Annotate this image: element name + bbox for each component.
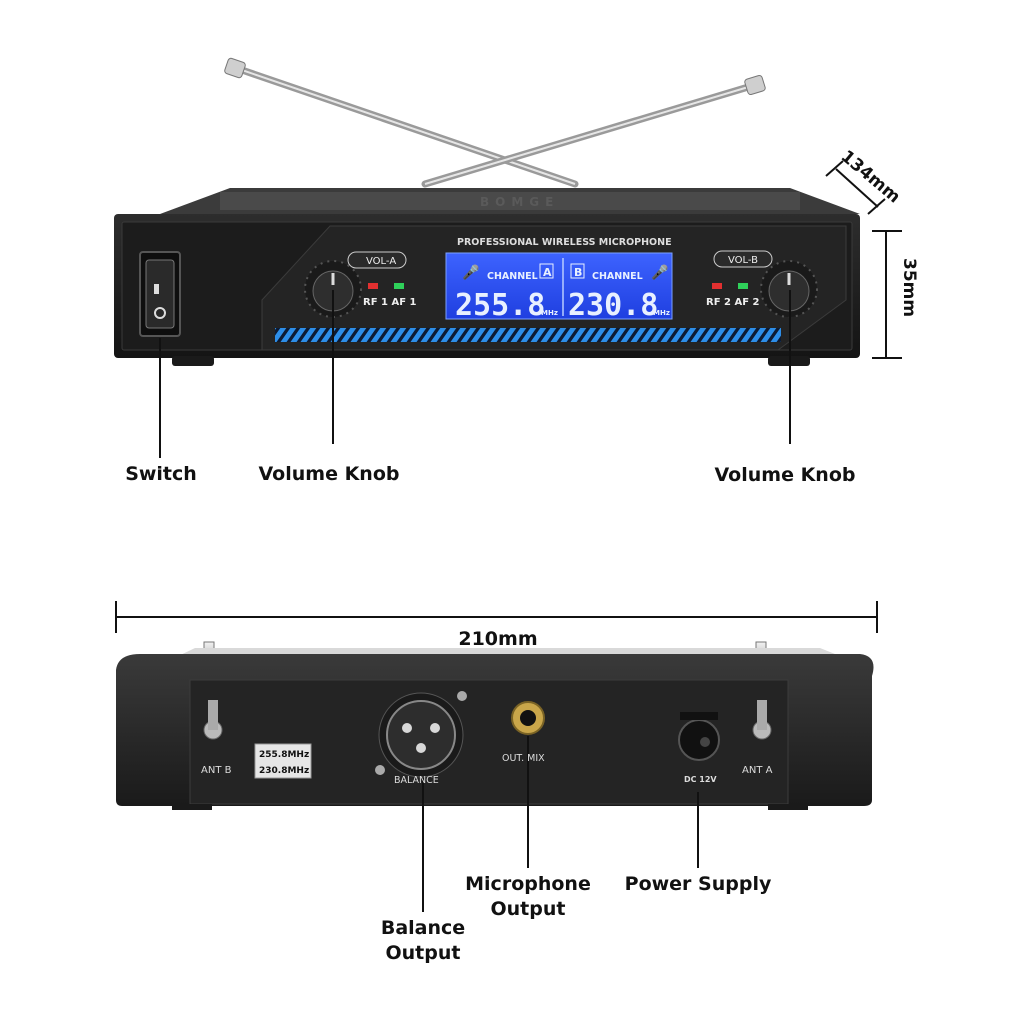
callout-microphone-output-line2: Output — [490, 898, 566, 920]
vol-b-label: VOL-B — [728, 255, 758, 266]
dc-power-connector — [678, 712, 720, 761]
height-dimension — [872, 230, 902, 359]
panel-title: PROFESSIONAL WIRELESS MICROPHONE — [457, 237, 672, 248]
svg-text:BOMGE: BOMGE — [480, 195, 559, 209]
callout-volume-knob-left: Volume Knob — [258, 463, 400, 485]
lcd-unit-a: MHz — [541, 309, 558, 317]
rf1-af1-label: RF 1 AF 1 — [363, 297, 417, 308]
width-dimension — [115, 601, 878, 633]
power-switch — [139, 251, 181, 337]
antenna-right — [421, 74, 766, 188]
callout-volume-knob-right: Volume Knob — [714, 464, 856, 486]
lcd-channel-b-label: CHANNEL — [592, 271, 643, 282]
blue-stripe — [275, 328, 781, 342]
callout-microphone-output-line1: Microphone — [465, 873, 591, 895]
callout-switch: Switch — [125, 463, 197, 485]
lcd-freq-a: 255.8 — [455, 288, 545, 323]
height-label: 35mm — [899, 258, 919, 317]
lcd-display — [445, 252, 673, 320]
jack-out-mix-connector — [511, 701, 545, 735]
out-mix-label: OUT. MIX — [502, 753, 545, 764]
depth-label: 134mm — [837, 147, 904, 208]
frequency-sticker — [254, 743, 312, 779]
sticker-line-2: 230.8MHz — [259, 766, 309, 776]
callout-balance-output-line2: Output — [385, 942, 461, 964]
lcd-channel-a-letter: A — [543, 266, 552, 279]
dc-label: DC 12V — [684, 775, 717, 784]
lcd-channel-a-label: CHANNEL — [487, 271, 538, 282]
antenna-left — [224, 57, 579, 188]
sticker-line-1: 255.8MHz — [259, 750, 309, 760]
ant-a-label: ANT A — [742, 765, 773, 776]
callout-power-supply: Power Supply — [624, 873, 772, 895]
depth-dimension — [825, 160, 886, 215]
ant-b-label: ANT B — [201, 765, 232, 776]
lcd-unit-b: MHz — [653, 309, 670, 317]
svg-text:🎤: 🎤 — [651, 263, 669, 281]
lcd-channel-b-letter: B — [574, 266, 582, 279]
lcd-freq-b: 230.8 — [568, 288, 658, 323]
callout-microphone-output: Microphone Output — [458, 872, 598, 922]
volume-knob-left-graphic — [304, 251, 407, 318]
callout-balance-output-line1: Balance — [380, 917, 466, 939]
callout-balance-output: Balance Output — [366, 916, 480, 966]
svg-text:🎤: 🎤 — [462, 263, 480, 281]
balance-label: BALANCE — [394, 775, 439, 786]
xlr-balance-connector — [375, 691, 467, 778]
vol-a-label: VOL-A — [366, 256, 396, 267]
width-label: 210mm — [458, 628, 538, 650]
rf2-af2-label: RF 2 AF 2 — [706, 297, 760, 308]
